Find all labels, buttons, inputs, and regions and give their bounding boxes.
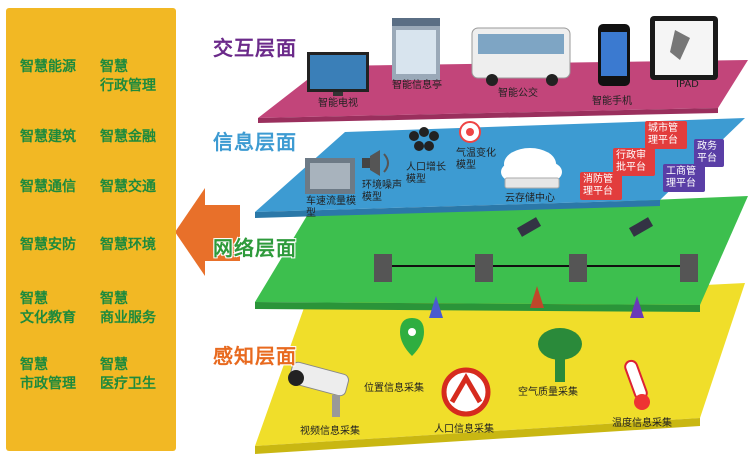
interaction-layer-edge [258, 108, 718, 123]
tag-urban-management: 城市管理平台 [645, 121, 687, 149]
panel-item-smart-finance: 智慧金融 [100, 129, 156, 145]
satellite-icons [516, 217, 654, 237]
server-icons [374, 254, 698, 282]
tag-administrative-approval: 行政审批平台 [613, 148, 655, 176]
information-layer-title: 信息层面 [213, 130, 297, 154]
thermometer-icon [624, 359, 650, 410]
label-traffic-model: 车速流量模型 [306, 196, 356, 219]
label-smart-bus: 智能公交 [498, 88, 538, 99]
antenna-icons [429, 286, 644, 318]
tag-government-affairs: 政务平台 [694, 139, 724, 167]
label-location-collection: 位置信息采集 [364, 383, 424, 394]
label-ipad: IPAD [676, 79, 699, 90]
smart-tv-icon [307, 52, 369, 96]
ipad-icon [650, 16, 718, 80]
label-smartphone: 智能手机 [592, 96, 632, 107]
panel-item-smart-municipal: 智慧市政管理 [20, 357, 76, 392]
panel-item-smart-administration: 智慧行政管理 [100, 59, 156, 94]
arrow-body [200, 205, 240, 261]
information-layer-edge [255, 200, 660, 218]
sensing-layer-edge [255, 418, 700, 454]
panel-item-smart-energy: 智慧能源 [20, 59, 76, 75]
tag-business-management: 工商管理平台 [663, 164, 705, 192]
tag-fire-management: 消防管理平台 [580, 172, 622, 200]
label-video-collection: 视频信息采集 [300, 426, 360, 437]
panel-item-smart-communication: 智慧通信 [20, 179, 76, 195]
sensing-layer-title: 感知层面 [213, 344, 297, 368]
network-layer-title: 网络层面 [213, 236, 297, 260]
label-population-model: 人口增长模型 [406, 162, 446, 185]
panel-item-smart-environment: 智慧环境 [100, 237, 156, 253]
sun-icon [459, 121, 481, 143]
label-smart-tv: 智能电视 [318, 98, 358, 109]
label-temperature-collection: 温度信息采集 [612, 418, 672, 429]
panel-item-smart-healthcare: 智慧医疗卫生 [100, 357, 156, 392]
location-pin-icon [400, 318, 424, 356]
information-layer-plane [255, 118, 745, 212]
label-noise-model: 环境噪声模型 [362, 180, 402, 203]
panel-item-smart-security: 智慧安防 [20, 237, 76, 253]
bus-icon [471, 27, 571, 86]
traffic-model-icon [305, 158, 355, 194]
panel-item-smart-building: 智慧建筑 [20, 129, 76, 145]
panel-item-smart-traffic: 智慧交通 [100, 179, 156, 195]
tree-icon [538, 328, 582, 382]
label-info-kiosk: 智能信息亭 [392, 80, 442, 91]
smartphone-icon [598, 24, 630, 86]
sensing-layer-plane [255, 283, 745, 446]
panel-item-smart-education: 智慧文化教育 [20, 291, 76, 326]
application-panel [6, 8, 176, 451]
camera-icon [288, 361, 350, 417]
population-symbol-icon [441, 367, 491, 417]
interaction-layer-title: 交互层面 [213, 36, 297, 60]
label-air-quality-collection: 空气质量采集 [518, 387, 578, 398]
network-layer-edge [255, 302, 700, 312]
speaker-icon [362, 150, 389, 176]
cloud-storage-icon [501, 148, 562, 189]
info-kiosk-icon [392, 18, 440, 80]
label-cloud-storage: 云存储中心 [505, 193, 555, 204]
panel-item-smart-commerce: 智慧商业服务 [100, 291, 156, 326]
label-temperature-model: 气温变化模型 [456, 148, 496, 171]
label-population-collection: 人口信息采集 [434, 424, 494, 435]
population-icon [409, 127, 439, 151]
